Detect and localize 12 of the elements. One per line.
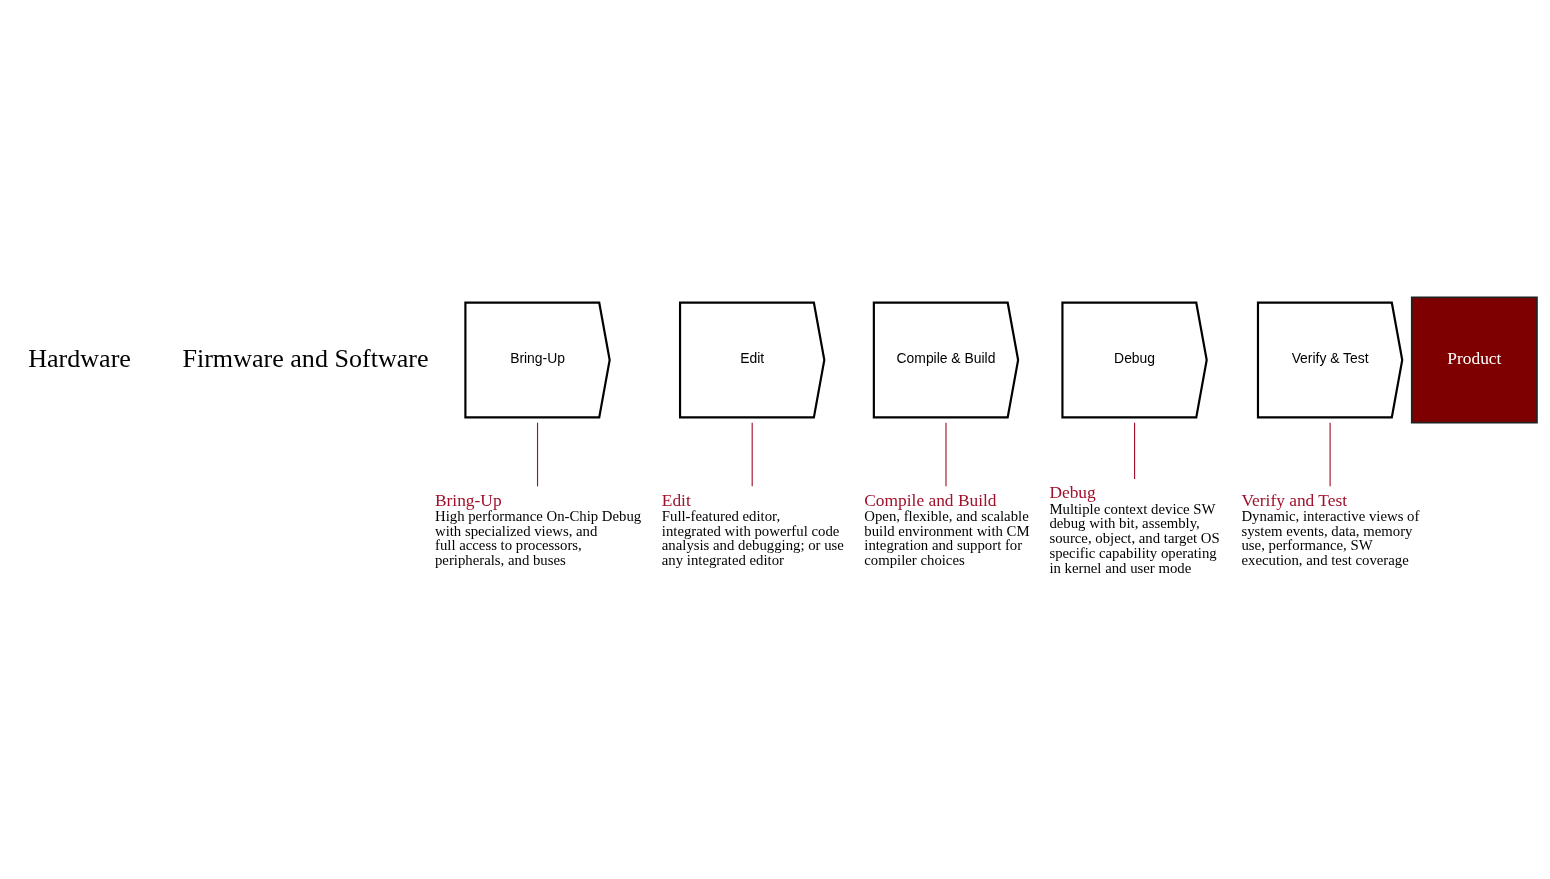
label: Firmware and Software — [182, 343, 429, 373]
node-text: Bring-Up High performance On-Chip Debug with specialized views, and full access to processors, peripherals, and buses — [434, 490, 642, 568]
node-box: Product — [1410, 296, 1538, 423]
connector — [751, 421, 753, 487]
connector — [1134, 421, 1136, 479]
connector — [536, 421, 539, 487]
node-text: Compile and Build Open, flexible, and scalable build environment with CM integration and support for compiler choices — [864, 490, 1030, 568]
node-text: Edit Full-featured editor, integrated with powerful code analysis and debugging; or use any integrated editor — [661, 490, 844, 568]
label: Hardware — [28, 343, 131, 373]
connector — [1329, 421, 1331, 487]
node-text: Debug Multiple context device SW debug with bit, assembly, source, object, and target OS specific capability operating in kernel and user mode — [1049, 482, 1220, 576]
node-text: Verify and Test Dynamic, interactive views of system events, data, memory use, performance, SW execution, and test coverage — [1241, 490, 1420, 568]
